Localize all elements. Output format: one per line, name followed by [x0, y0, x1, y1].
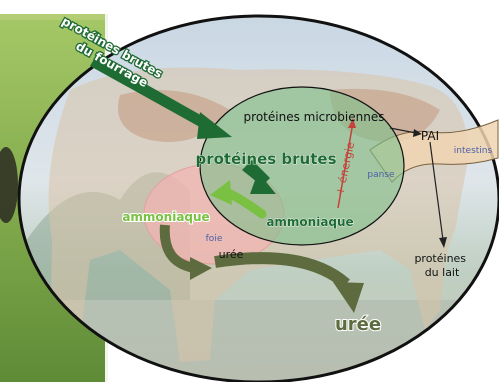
label-liver: foie: [206, 234, 223, 244]
label-ammonia-liver: ammoniaque: [122, 210, 209, 224]
label-urea-inner: urée: [219, 248, 244, 261]
label-intestine: intestins: [454, 146, 493, 156]
label-crude-protein: protéines brutes: [195, 150, 336, 168]
label-urea-outer: urée: [335, 314, 381, 335]
label-pai: PAI: [421, 129, 439, 143]
label-ammonia-rumen: ammoniaque: [266, 215, 353, 229]
label-rumen: panse: [367, 170, 395, 180]
label-microbial-protein: protéines microbiennes: [244, 110, 385, 124]
